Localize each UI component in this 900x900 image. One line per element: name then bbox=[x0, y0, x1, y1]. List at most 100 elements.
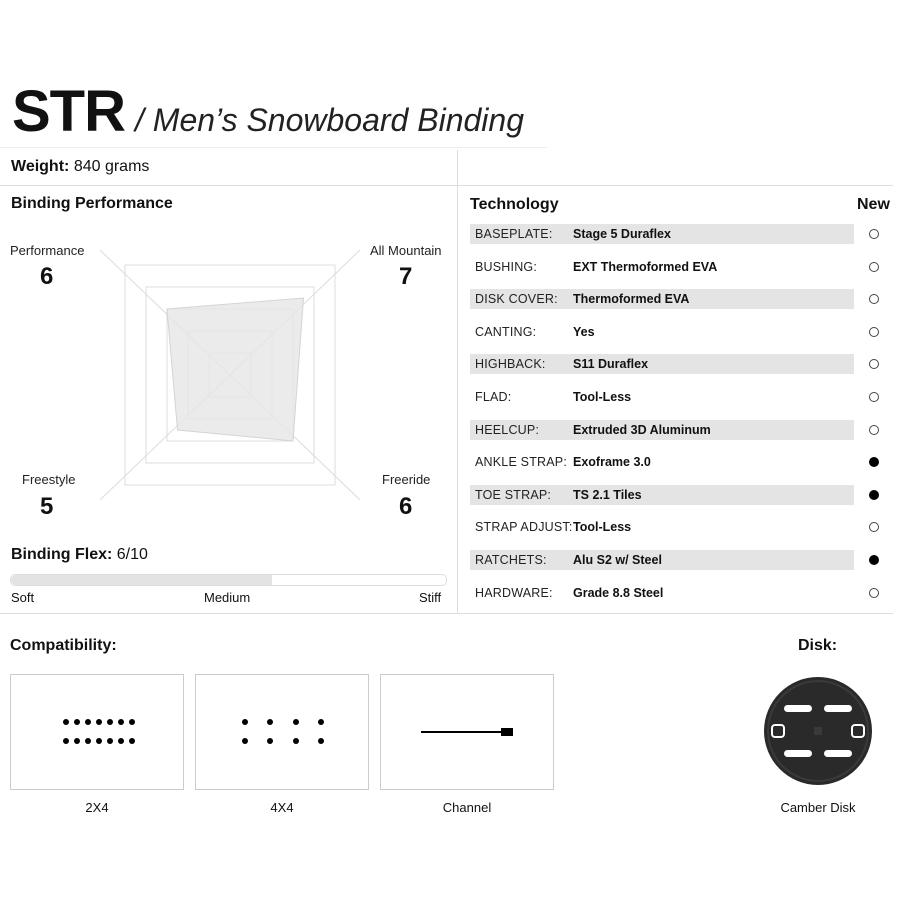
mounting-hole bbox=[118, 719, 124, 725]
tech-row: HEELCUP: Extruded 3D Aluminum bbox=[470, 419, 854, 440]
new-indicator-filled-icon bbox=[869, 555, 879, 565]
tech-label: ANKLE STRAP: bbox=[475, 455, 568, 470]
axis-value-performance: 6 bbox=[40, 263, 54, 290]
tech-label: HIGHBACK: bbox=[475, 357, 546, 372]
performance-radar-chart bbox=[100, 250, 360, 500]
divider bbox=[0, 185, 893, 186]
new-indicator-empty-icon bbox=[869, 261, 879, 272]
tech-row: BUSHING: EXT Thermoformed EVA bbox=[470, 257, 854, 277]
flex-meter-fill bbox=[11, 575, 272, 585]
tech-label: STRAP ADJUST: bbox=[475, 520, 573, 535]
mounting-hole bbox=[74, 738, 80, 744]
mounting-hole bbox=[63, 738, 69, 744]
axis-label-performance: Performance bbox=[10, 243, 85, 258]
compat-2x4-box bbox=[10, 674, 184, 790]
tech-value: Tool-Less bbox=[573, 390, 632, 404]
divider bbox=[0, 147, 547, 148]
tech-value: TS 2.1 Tiles bbox=[573, 487, 642, 502]
flex-value: 6/10 bbox=[116, 546, 148, 563]
tech-label: FLAD: bbox=[475, 390, 512, 404]
tech-value: Yes bbox=[573, 324, 595, 339]
new-indicator-empty-icon bbox=[869, 294, 879, 305]
flex-title: Binding Flex: 6/10 bbox=[11, 546, 148, 564]
radar-grid-ring bbox=[145, 286, 315, 464]
tech-value: Tool-Less bbox=[573, 520, 632, 535]
tech-label: BASEPLATE: bbox=[475, 227, 553, 241]
tech-row: HARDWARE: Grade 8.8 Steel bbox=[470, 583, 854, 603]
radar-grid-ring bbox=[124, 264, 336, 486]
tech-value: EXT Thermoformed EVA bbox=[573, 259, 718, 274]
channel-icon bbox=[421, 728, 513, 736]
weight-value: 840 grams bbox=[73, 158, 150, 175]
mounting-hole bbox=[267, 719, 273, 725]
tech-row: FLAD: Tool-Less bbox=[470, 387, 854, 407]
mounting-hole bbox=[74, 719, 80, 725]
mounting-hole bbox=[63, 719, 69, 725]
new-indicator-empty-icon bbox=[869, 392, 879, 402]
weight-label: Weight: bbox=[11, 158, 70, 175]
tech-label: BUSHING: bbox=[475, 259, 538, 274]
tech-row: CANTING:Yes bbox=[470, 322, 854, 342]
new-column-header: New bbox=[857, 196, 890, 213]
compat-channel-label: Channel bbox=[442, 800, 492, 815]
new-indicator-empty-icon bbox=[869, 587, 879, 598]
tech-row: TOE STRAP: TS 2.1 Tiles bbox=[470, 484, 854, 505]
tech-value: S11 Duraflex bbox=[573, 357, 649, 372]
mounting-hole bbox=[107, 738, 113, 744]
divider bbox=[0, 613, 893, 614]
new-indicator-empty-icon bbox=[869, 326, 879, 337]
compatibility-title: Compatibility: bbox=[10, 637, 117, 654]
disk-title: Disk: bbox=[798, 637, 838, 654]
tech-label: HEELCUP: bbox=[475, 422, 540, 437]
compat-4x4-label: 4X4 bbox=[270, 800, 294, 815]
tech-value: Extruded 3D Aluminum bbox=[573, 422, 711, 437]
disk-label: Camber Disk bbox=[780, 800, 856, 815]
tech-value: Stage 5 Duraflex bbox=[573, 227, 671, 241]
new-indicator-filled-icon bbox=[869, 489, 879, 500]
tech-row: HIGHBACK: S11 Duraflex bbox=[470, 354, 854, 375]
tech-label: DISK COVER: bbox=[475, 292, 558, 307]
tech-value: Thermoformed EVA bbox=[573, 292, 690, 307]
axis-label-freestyle: Freestyle bbox=[22, 472, 76, 487]
mounting-hole bbox=[85, 738, 91, 744]
technology-title: Technology bbox=[470, 196, 559, 213]
tech-label: RATCHETS: bbox=[475, 553, 547, 567]
weight-spec: Weight: 840 grams bbox=[11, 158, 149, 176]
performance-radar-shape bbox=[166, 297, 305, 442]
tech-row: RATCHETS: Alu S2 w/ Steel bbox=[470, 550, 854, 570]
tech-label: HARDWARE: bbox=[475, 585, 553, 600]
tech-value: Alu S2 w/ Steel bbox=[573, 553, 662, 567]
flex-scale-stiff: Stiff bbox=[419, 590, 442, 605]
axis-value-freeride: 6 bbox=[399, 493, 413, 520]
performance-title: Binding Performance bbox=[11, 195, 173, 212]
mounting-hole bbox=[267, 738, 273, 744]
flex-scale-medium: Medium bbox=[204, 590, 251, 605]
mounting-hole bbox=[96, 719, 102, 725]
tech-row: ANKLE STRAP: Exoframe 3.0 bbox=[470, 452, 854, 472]
divider bbox=[457, 150, 458, 613]
tech-row: BASEPLATE: Stage 5 Duraflex bbox=[470, 224, 854, 244]
mounting-hole bbox=[107, 719, 113, 725]
mounting-hole bbox=[242, 719, 248, 725]
compat-channel-box bbox=[380, 674, 554, 790]
new-indicator-empty-icon bbox=[869, 359, 879, 370]
camber-disk-icon bbox=[764, 677, 872, 785]
tech-label: TOE STRAP: bbox=[475, 487, 552, 502]
mounting-hole bbox=[293, 719, 299, 725]
tech-value: Exoframe 3.0 bbox=[573, 455, 651, 470]
mounting-hole bbox=[129, 719, 135, 725]
page-title: STR/ Men’s Snowboard Binding bbox=[12, 78, 524, 145]
new-indicator-empty-icon bbox=[869, 229, 879, 239]
axis-value-freestyle: 5 bbox=[40, 493, 54, 520]
new-indicator-empty-icon bbox=[869, 424, 879, 435]
model-name: STR bbox=[12, 79, 126, 144]
compat-2x4-label: 2X4 bbox=[85, 800, 109, 815]
axis-value-all-mountain: 7 bbox=[399, 263, 413, 290]
mounting-hole bbox=[85, 719, 91, 725]
tech-row: STRAP ADJUST:Tool-Less bbox=[470, 517, 854, 537]
tech-value: Grade 8.8 Steel bbox=[573, 585, 664, 600]
axis-label-all-mountain: All Mountain bbox=[370, 243, 442, 258]
mounting-hole bbox=[293, 738, 299, 744]
tech-row: DISK COVER: Thermoformed EVA bbox=[470, 289, 854, 310]
flex-scale-soft: Soft bbox=[11, 590, 35, 605]
